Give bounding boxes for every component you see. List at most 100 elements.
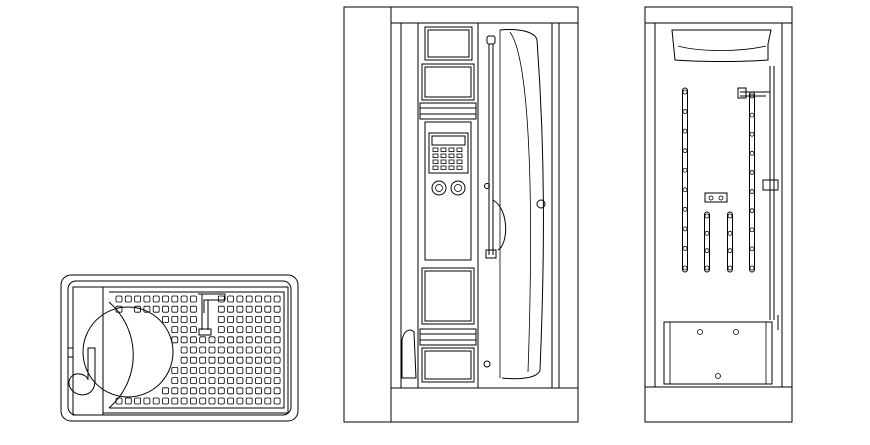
drain-grid-cell [236,326,244,334]
drain-grid-cell [115,397,123,405]
drain-grid-cell [217,305,225,313]
drain-grid-cell [171,366,179,374]
drain-grid-cell [273,397,281,405]
keypad-button [432,159,439,164]
drain-grid-cell [255,315,262,323]
drain-grid-cell [273,356,281,364]
drain-grid-cell [227,366,235,374]
drain-grid-cell [171,397,179,405]
drain-grid-cell [162,305,169,313]
drain-grid-cell [227,397,235,405]
drain-grid-cell [199,397,207,405]
drain-grid-cell [273,326,281,334]
drain-grid-cell [208,397,216,405]
keypad-button [432,147,439,152]
drain-grid-cell [273,295,281,303]
drain-grid-cell [143,305,151,313]
drain-grid-cell [162,295,169,303]
massage-jet [682,89,688,95]
drain-grid-cell [245,387,253,395]
drain-grid-cell [273,387,281,395]
drain-grid-cell [255,356,262,364]
drain-grid-cell [199,346,207,354]
massage-jet [749,112,755,118]
drain-grid-cell [189,377,197,385]
massage-jet [682,226,688,232]
drain-grid-cell [264,336,272,344]
massage-jet [749,150,755,156]
drain-grid-cell [255,377,262,385]
drain-grid-cell [227,326,235,334]
drain-grid-cell [162,397,169,405]
keypad-button [456,147,463,152]
drain-grid-cell [189,366,197,374]
drain-grid-cell [236,346,244,354]
drain-grid-cell [255,366,262,374]
drain-grid-cell [189,305,197,313]
drain-grid-cell [217,397,225,405]
corner-seat-curve [108,301,134,409]
massage-jet [704,265,710,271]
drain-grid-cell [273,305,281,313]
drain-grid-cell [134,305,142,313]
keypad-button [440,147,447,152]
drain-grid-cell [264,397,272,405]
drain-grid-cell [264,305,272,313]
drain-grid-cell [180,356,188,364]
drain-grid-cell [217,295,225,303]
drain-grid-cell [236,305,244,313]
drain-grid-cell [255,326,262,334]
massage-jet [704,248,710,254]
massage-jet [704,230,710,236]
drain-grid-cell [227,315,235,323]
massage-jet [749,170,755,175]
keypad-button [456,165,463,170]
drain-grid-cell [171,377,179,385]
drain-grid-cell [180,397,188,405]
drain-grid-cell [236,397,244,405]
drain-grid-cell [255,387,262,395]
drain-grid-cell [171,315,179,323]
massage-jet [727,230,733,236]
drain-grid-cell [152,305,160,313]
keypad-button [456,159,463,164]
drain-grid-cell [208,336,216,344]
massage-jet-bars [682,87,755,273]
keypad-button [440,165,447,170]
drain-grid-cell [143,397,151,405]
keypad-button [448,153,455,158]
drain-grid-cell [162,387,169,395]
drain-grid-cell [273,336,281,344]
drain-grid-cell [236,315,244,323]
drain-grid-cell [264,366,272,374]
drain-grid-cell [180,387,188,395]
drain-grid-cell [227,387,235,395]
keypad-button [440,153,447,158]
drain-grid-cell [227,295,235,303]
drain-grid-cell [189,397,197,405]
massage-jet [682,109,688,114]
drain-grid-cell [171,336,179,344]
drain-grid-cell [236,295,244,303]
massage-jet [749,131,755,137]
drain-grid-cell [227,336,235,344]
drain-grid-cell [217,387,225,395]
drain-grid-cell [134,295,142,303]
jet-bar [704,211,710,273]
shower-rail [483,35,507,368]
drain-grid-cell [236,366,244,374]
drain-grid-cell [245,397,253,405]
drain-grid-cell [264,377,272,385]
massage-jet [682,265,688,271]
drain-grid-cell [171,305,179,313]
massage-jet [749,265,755,271]
drain-grid-cell [189,315,197,323]
mixer-knob-right [450,180,466,196]
drain-grid-cell [189,387,197,395]
drain-grid-cell [217,336,225,344]
drain-grid-cell [264,356,272,364]
drain-grid-cell [245,305,253,313]
drain-grid-cell [264,315,272,323]
drain-grid-cell [264,295,272,303]
